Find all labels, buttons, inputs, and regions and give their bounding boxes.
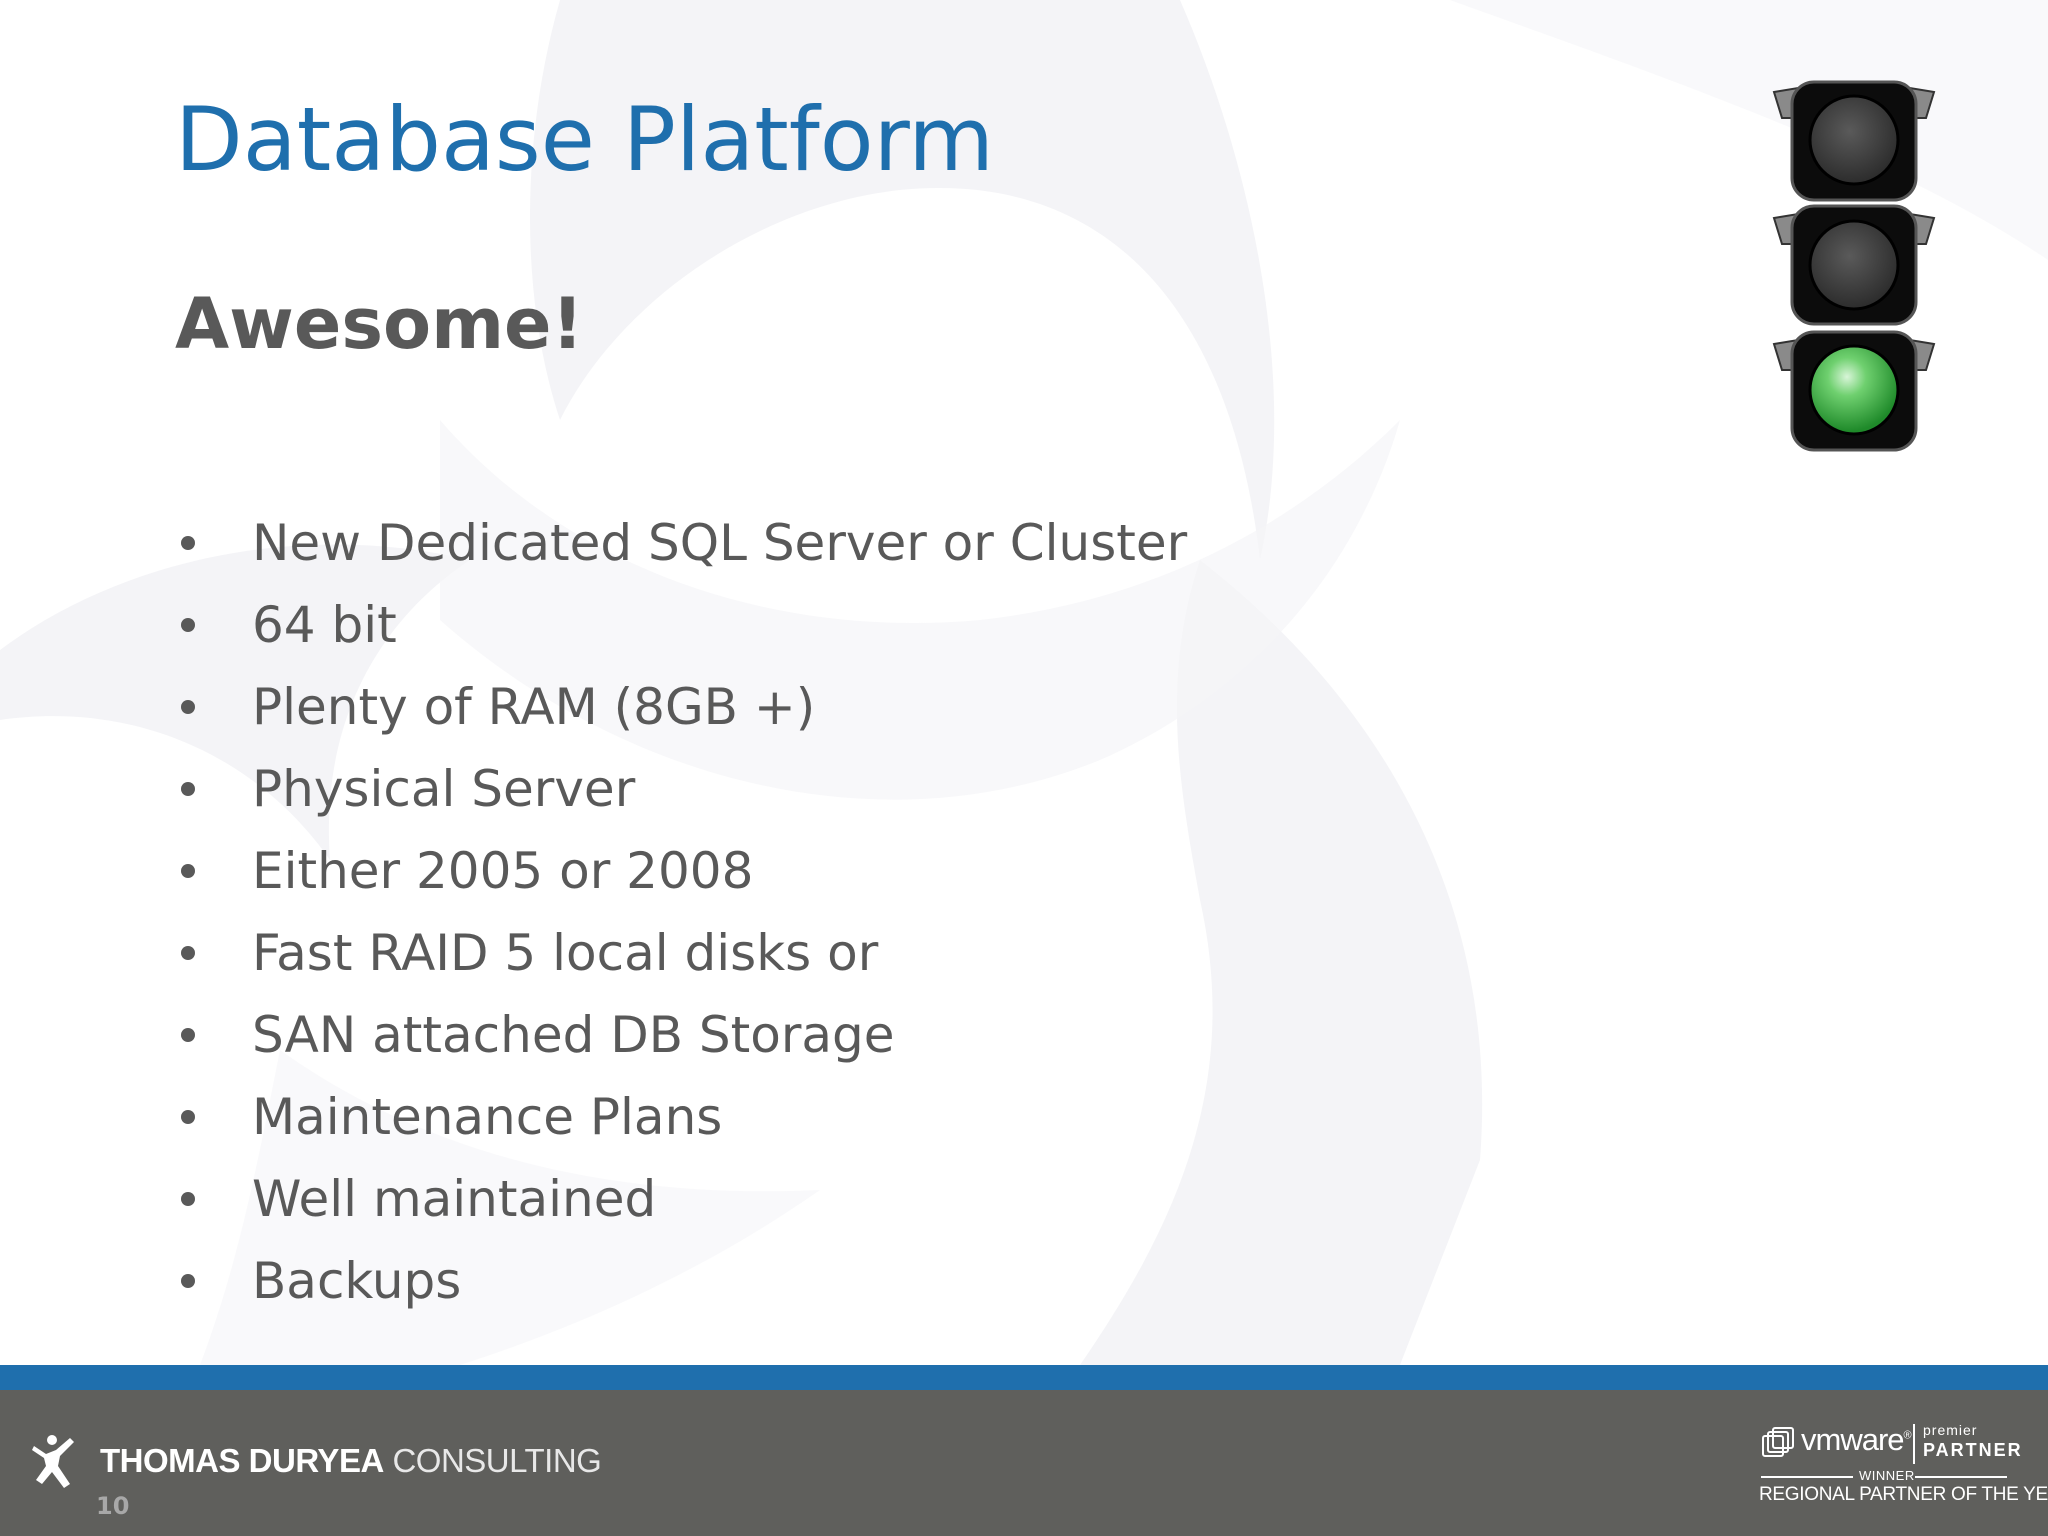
list-item: Plenty of RAM (8GB +) bbox=[175, 666, 1187, 748]
page-number: 10 bbox=[96, 1492, 130, 1520]
bullet-icon bbox=[181, 700, 195, 714]
vmware-brand-text: vmware bbox=[1801, 1422, 1905, 1457]
list-item: New Dedicated SQL Server or Cluster bbox=[175, 502, 1187, 584]
list-item: SAN attached DB Storage bbox=[175, 994, 1187, 1076]
badge-award: REGIONAL PARTNER OF THE YEAR bbox=[1759, 1484, 2048, 1505]
bullet-icon bbox=[181, 1274, 195, 1288]
list-item-text: 64 bit bbox=[252, 596, 397, 654]
top-light-off bbox=[1808, 94, 1900, 186]
presentation-title-placeholder: Title of presentation bbox=[820, 1190, 1123, 1225]
badge-divider bbox=[1913, 1424, 1915, 1464]
footer-accent-stripe bbox=[0, 1365, 2048, 1390]
list-item-text: Physical Server bbox=[252, 760, 636, 818]
traffic-light-icon bbox=[1772, 80, 1936, 452]
bullet-icon bbox=[181, 1110, 195, 1124]
bullet-icon bbox=[181, 1192, 195, 1206]
list-item-text: Fast RAID 5 local disks or bbox=[252, 924, 879, 982]
company-name-bold: THOMAS DURYEA bbox=[100, 1442, 384, 1479]
list-item-text: Maintenance Plans bbox=[252, 1088, 723, 1146]
footer-bar bbox=[0, 1390, 2048, 1536]
badge-winner: WINNER bbox=[1859, 1468, 1915, 1483]
bullet-icon bbox=[181, 782, 195, 796]
registered-mark: ® bbox=[1903, 1429, 1912, 1442]
company-name-light: CONSULTING bbox=[383, 1442, 602, 1479]
bullet-icon bbox=[181, 946, 195, 960]
winner-rule-left bbox=[1761, 1476, 1853, 1478]
bullet-icon bbox=[181, 536, 195, 550]
list-item: Well maintained bbox=[175, 1158, 1187, 1240]
bullet-icon bbox=[181, 618, 195, 632]
list-item: Maintenance Plans bbox=[175, 1076, 1187, 1158]
list-item-text: Either 2005 or 2008 bbox=[252, 842, 754, 900]
list-item: Fast RAID 5 local disks or bbox=[175, 912, 1187, 994]
winner-rule-right bbox=[1915, 1476, 2007, 1478]
badge-tier-top: premier bbox=[1923, 1422, 1978, 1438]
list-item-text: New Dedicated SQL Server or Cluster bbox=[252, 514, 1188, 572]
list-item-text: Plenty of RAM (8GB +) bbox=[252, 678, 816, 736]
vmware-partner-badge: vmware® premier PARTNER WINNER REGIONAL … bbox=[1755, 1418, 2048, 1518]
list-item-text: Well maintained bbox=[252, 1170, 657, 1228]
badge-tier: PARTNER bbox=[1923, 1440, 2023, 1460]
list-item: Either 2005 or 2008 bbox=[175, 830, 1187, 912]
bottom-light-green-on bbox=[1808, 344, 1900, 436]
traffic-light-housing-top bbox=[1772, 80, 1936, 202]
company-name: THOMAS DURYEA CONSULTING bbox=[100, 1442, 602, 1480]
vmware-wordmark: vmware® bbox=[1801, 1422, 1912, 1458]
traffic-light-housing-bottom bbox=[1772, 330, 1936, 452]
slide-title: Database Platform bbox=[175, 88, 994, 191]
list-item-text: Backups bbox=[252, 1252, 462, 1310]
company-logo-icon bbox=[32, 1435, 74, 1488]
background-watermark bbox=[0, 0, 1483, 1365]
traffic-light-housing-middle bbox=[1772, 204, 1936, 326]
bullet-icon bbox=[181, 1028, 195, 1042]
slide-subtitle: Awesome! bbox=[175, 283, 584, 365]
middle-light-off bbox=[1808, 219, 1900, 311]
list-item: Physical Server bbox=[175, 748, 1187, 830]
vmware-logo-icon bbox=[1762, 1427, 1794, 1457]
bullet-icon bbox=[181, 864, 195, 878]
bullet-list: New Dedicated SQL Server or Cluster 64 b… bbox=[175, 502, 1187, 1322]
list-item: Backups bbox=[175, 1240, 1187, 1322]
list-item: 64 bit bbox=[175, 584, 1187, 666]
list-item-text: SAN attached DB Storage bbox=[252, 1006, 895, 1064]
